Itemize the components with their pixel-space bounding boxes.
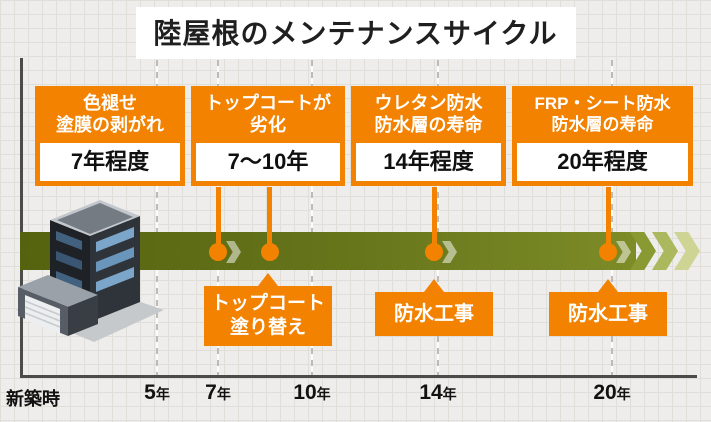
action-waterproofing-work-2: 防水工事 [549, 279, 667, 336]
year-guide-14 [437, 60, 439, 375]
action-label-line1: 防水工事 [568, 302, 648, 325]
band-chevron-icon [226, 241, 241, 263]
page-title: 陸屋根のメンテナンスサイクル [135, 7, 576, 59]
action-label-line1: 防水工事 [394, 302, 474, 325]
callout-heading-line1: トップコートが [205, 92, 331, 113]
callout-heading: 色褪せ 塗膜の剥がれ [40, 86, 180, 143]
tick-unit: 年 [442, 386, 457, 402]
year-guide-10 [311, 60, 313, 375]
connector-line [432, 187, 437, 249]
pointer-up-icon [598, 279, 618, 292]
marker-dot-icon [599, 243, 617, 261]
axis-tick-14: 14年 [419, 381, 456, 405]
band-chevron-icon [616, 241, 631, 263]
callout-urethane-waterproof-life: ウレタン防水 防水層の寿命 14年程度 [351, 86, 506, 186]
axis-tick-7: 7年 [205, 381, 231, 405]
callout-heading-line2: 防水層の寿命 [374, 114, 483, 135]
callout-heading-line2: 塗膜の剥がれ [56, 114, 164, 135]
year-guide-20 [611, 60, 613, 375]
marker-dot-icon [425, 243, 443, 261]
band-chevron-icon [442, 241, 457, 263]
callout-value: 20年程度 [517, 143, 688, 181]
callout-heading-line2: 防水層の寿命 [551, 114, 654, 134]
axis-tick-5: 5年 [144, 381, 170, 405]
axis-tick-10: 10年 [293, 381, 330, 405]
year-guide-5 [156, 60, 158, 375]
tick-number: 10 [293, 381, 317, 404]
callout-heading: ウレタン防水 防水層の寿命 [356, 86, 501, 143]
tick-unit: 年 [155, 386, 170, 402]
tick-unit: 年 [616, 386, 631, 402]
tick-unit: 年 [216, 386, 231, 402]
connector-line [267, 187, 272, 249]
tick-number: 5 [144, 381, 156, 404]
callout-heading-line1: 色褪せ [83, 92, 137, 113]
connector-line [216, 187, 221, 249]
action-waterproofing-work-1: 防水工事 [375, 279, 493, 336]
tick-number: 14 [419, 381, 443, 404]
callout-heading-line1: ウレタン防水 [374, 92, 483, 113]
pointer-up-icon [424, 279, 444, 292]
callout-topcoat-deterioration: トップコートが 劣化 7～10年 [191, 86, 345, 186]
marker-dot-icon [261, 243, 279, 261]
action-label-line2: 塗り替え [229, 317, 306, 338]
callout-fading-peeling: 色褪せ 塗膜の剥がれ 7年程度 [35, 86, 185, 186]
callout-heading-line2: 劣化 [250, 114, 286, 135]
axis-tick-20: 20年 [593, 381, 630, 405]
callout-value: 7年程度 [40, 143, 180, 181]
tick-number: 20 [593, 381, 617, 404]
callout-heading: トップコートが 劣化 [196, 86, 340, 143]
pointer-up-icon [258, 273, 278, 286]
callout-value: 14年程度 [356, 143, 501, 181]
axis-origin-label: 新築時 [6, 389, 60, 409]
y-axis-line [20, 58, 23, 378]
callout-frp-sheet-waterproof-life: FRP・シート防水 防水層の寿命 20年程度 [512, 86, 693, 186]
marker-dot-icon [209, 243, 227, 261]
callout-heading-line1: FRP・シート防水 [534, 93, 671, 113]
connector-line [606, 187, 611, 249]
x-axis-line [20, 375, 697, 378]
callout-value: 7～10年 [196, 143, 340, 181]
callout-heading: FRP・シート防水 防水層の寿命 [517, 86, 688, 143]
building-illustration-icon [16, 200, 164, 342]
tick-unit: 年 [316, 386, 331, 402]
action-label-line1: トップコート [210, 293, 325, 315]
tick-number: 7 [205, 381, 217, 404]
action-topcoat-repaint: トップコート 塗り替え [204, 273, 332, 346]
